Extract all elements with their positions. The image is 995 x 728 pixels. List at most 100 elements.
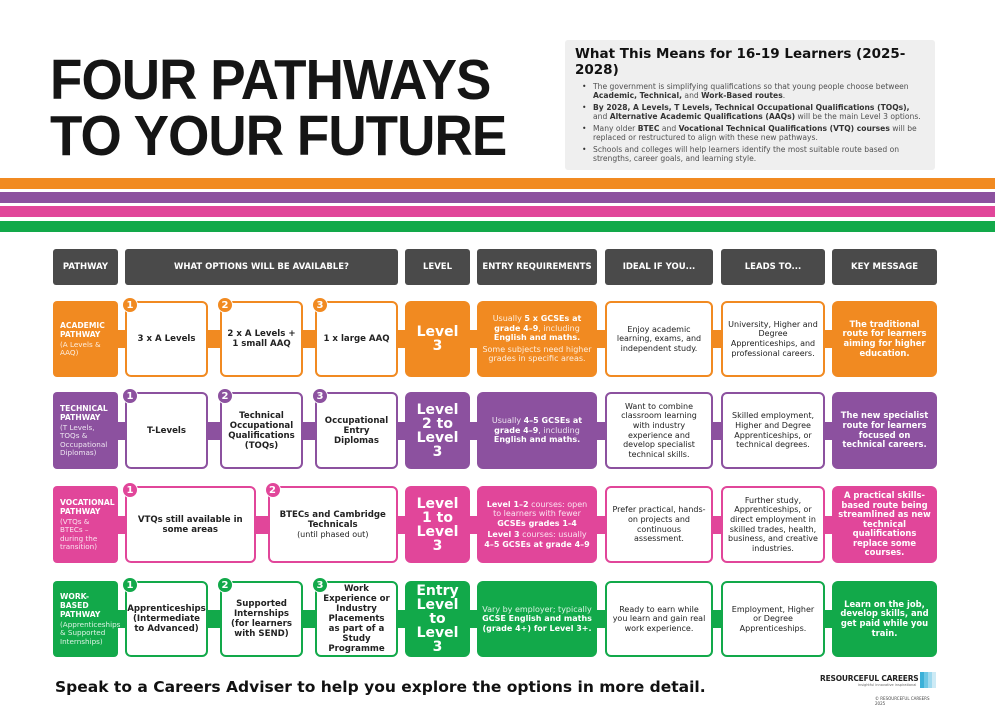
- info-heading: What This Means for 16-19 Learners (2025…: [575, 46, 906, 78]
- entry-paragraph: Some subjects need higher grades in spec…: [482, 345, 592, 364]
- level-box: Level 3: [405, 301, 470, 377]
- text-segment: and: [659, 124, 679, 133]
- level-box: Level 1 to Level 3: [405, 486, 470, 563]
- option-box: 1 x large AAQ: [315, 301, 398, 377]
- text-segment: , including: [538, 323, 580, 333]
- entry-paragraph: Usually 4–5 GCSEs at grade 4–9, includin…: [482, 416, 592, 445]
- entry-requirements-box: Usually 4–5 GCSEs at grade 4–9, includin…: [477, 392, 597, 469]
- option-title: Apprenticeships (Intermediate to Advance…: [127, 604, 206, 634]
- text-segment: 4–5 GCSEs at grade 4–9: [484, 539, 590, 549]
- stripe-pink: [0, 206, 995, 217]
- pathway-title: VOCATIONAL PATHWAY: [60, 497, 115, 516]
- option-title: BTECs and Cambridge Technicals: [279, 509, 386, 530]
- pathway-label-work: WORK-BASED PATHWAY(Apprenticeships & Sup…: [53, 581, 121, 657]
- text-segment: Usually: [492, 314, 525, 324]
- ideal-if-box: Prefer practical, hands-on projects and …: [605, 486, 713, 563]
- info-bullet: Schools and colleges will help learners …: [575, 145, 925, 163]
- entry-paragraph: Vary by employer; typically GCSE English…: [482, 605, 592, 634]
- option-title: 1 x large AAQ: [323, 334, 390, 344]
- resourceful-careers-logo: RESOURCEFUL CAREERS insightful innovativ…: [820, 668, 940, 708]
- column-header: KEY MESSAGE: [832, 249, 937, 285]
- pathway-label-academic: ACADEMIC PATHWAY(A Levels & AAQ): [53, 301, 118, 377]
- footer-message: Speak to a Careers Adviser to help you e…: [55, 678, 706, 696]
- option-number-badge: 3: [312, 297, 328, 313]
- ideal-if-box: Enjoy academic learning, exams, and inde…: [605, 301, 713, 377]
- text-segment: The government is simplifying qualificat…: [593, 82, 909, 91]
- text-segment: Vocational Technical Qualifications (VTQ…: [678, 124, 890, 133]
- option-title: Technical Occupational Qualifications (T…: [228, 410, 295, 451]
- pathway-title: ACADEMIC PATHWAY: [60, 320, 105, 339]
- key-message-box: A practical skills-based route being str…: [832, 486, 937, 563]
- option-number-badge: 1: [122, 297, 138, 313]
- text-segment: Some subjects need higher grades in spec…: [482, 344, 592, 364]
- option-number-badge: 3: [312, 577, 328, 593]
- key-message-box: The traditional route for learners aimin…: [832, 301, 937, 377]
- text-segment: 4–5 GCSEs at grade 4–9: [494, 416, 583, 435]
- option-box: Supported Internships (for learners with…: [220, 581, 303, 657]
- ideal-if-box: Want to combine classroom learning with …: [605, 392, 713, 469]
- pathway-subtitle: (A Levels & AAQ): [60, 339, 101, 357]
- text-segment: Work-Based routes: [701, 91, 783, 100]
- title-line: FOUR PATHWAYS: [50, 48, 491, 112]
- level-box: Entry Level to Level 3: [405, 581, 470, 657]
- option-title: Occupational Entry Diplomas: [324, 415, 389, 446]
- option-box: VTQs still available in some areas: [125, 486, 256, 563]
- option-title: VTQs still available in some areas: [137, 514, 243, 535]
- text-segment: and: [593, 112, 610, 121]
- text-segment: courses: usually: [519, 530, 587, 540]
- key-message-box: Learn on the job, develop skills, and ge…: [832, 581, 937, 657]
- option-number-badge: 1: [122, 482, 138, 498]
- option-title: Work Experience or Industry Placements a…: [323, 584, 390, 654]
- info-bullet: Many older BTEC and Vocational Technical…: [575, 124, 925, 142]
- option-number-badge: 2: [217, 577, 233, 593]
- stripe-purple: [0, 192, 995, 203]
- stripe-green: [0, 221, 995, 232]
- key-message-box: The new specialist route for learners fo…: [832, 392, 937, 469]
- text-segment: Academic, Technical,: [593, 91, 682, 100]
- option-box: 3 x A Levels: [125, 301, 208, 377]
- text-segment: will be replaced or restructured to alig…: [593, 124, 917, 142]
- leads-to-box: Further study, Apprenticeships, or direc…: [721, 486, 825, 563]
- text-segment: 5 x GCSEs at grade 4–9: [494, 314, 582, 333]
- level-box: Level 2 to Level 3: [405, 392, 470, 469]
- option-box: Apprenticeships (Intermediate to Advance…: [125, 581, 208, 657]
- text-segment: GCSE English and maths (grade 4+) for Le…: [482, 614, 592, 633]
- ideal-if-box: Ready to earn while you learn and gain r…: [605, 581, 713, 657]
- logo-tagline: insightful innovative inspirational: [858, 683, 917, 687]
- pathway-label-vocational: VOCATIONAL PATHWAY(VTQs & BTECs – during…: [53, 486, 118, 563]
- entry-requirements-box: Usually 5 x GCSEs at grade 4–9, includin…: [477, 301, 597, 377]
- leads-to-box: Employment, Higher or Degree Apprentices…: [721, 581, 825, 657]
- option-number-badge: 3: [312, 388, 328, 404]
- text-segment: Usually: [491, 416, 524, 426]
- option-number-badge: 1: [122, 388, 138, 404]
- leads-to-box: Skilled employment, Higher and Degree Ap…: [721, 392, 825, 469]
- copyright: © RESOURCEFUL CAREERS 2025: [875, 696, 930, 706]
- text-segment: Many older: [593, 124, 638, 133]
- text-segment: will be the main Level 3 options.: [795, 112, 921, 121]
- column-header: LEVEL: [405, 249, 470, 285]
- pathway-subtitle: (Apprenticeships & Supported Internships…: [60, 619, 121, 646]
- text-segment: English and maths.: [493, 333, 581, 343]
- logo-name: RESOURCEFUL CAREERS: [820, 674, 919, 683]
- option-number-badge: 2: [217, 388, 233, 404]
- pathway-subtitle: (VTQs & BTECs – during the transition): [60, 516, 98, 551]
- text-segment: BTEC: [637, 124, 660, 133]
- text-segment: .: [782, 91, 786, 100]
- option-box: BTECs and Cambridge Technicals(until pha…: [267, 486, 398, 563]
- entry-requirements-box: Vary by employer; typically GCSE English…: [477, 581, 597, 657]
- option-title: T-Levels: [147, 425, 186, 436]
- column-header: PATHWAY: [53, 249, 118, 285]
- info-bullets: The government is simplifying qualificat…: [575, 82, 925, 163]
- info-bullet: By 2028, A Levels, T Levels, Technical O…: [575, 103, 925, 121]
- option-number-badge: 2: [217, 297, 233, 313]
- column-header: ENTRY REQUIREMENTS: [477, 249, 597, 285]
- logo-bars-icon: [920, 672, 936, 688]
- text-segment: Level 3: [487, 530, 520, 540]
- pathway-title: TECHNICAL PATHWAY: [60, 403, 108, 422]
- option-note: (until phased out): [297, 529, 369, 539]
- option-title: 2 x A Levels + 1 small AAQ: [227, 329, 296, 349]
- option-number-badge: 2: [264, 482, 281, 498]
- text-segment: Vary by employer; typically: [482, 604, 592, 614]
- option-number-badge: 1: [122, 577, 138, 593]
- option-title: Supported Internships (for learners with…: [231, 599, 292, 639]
